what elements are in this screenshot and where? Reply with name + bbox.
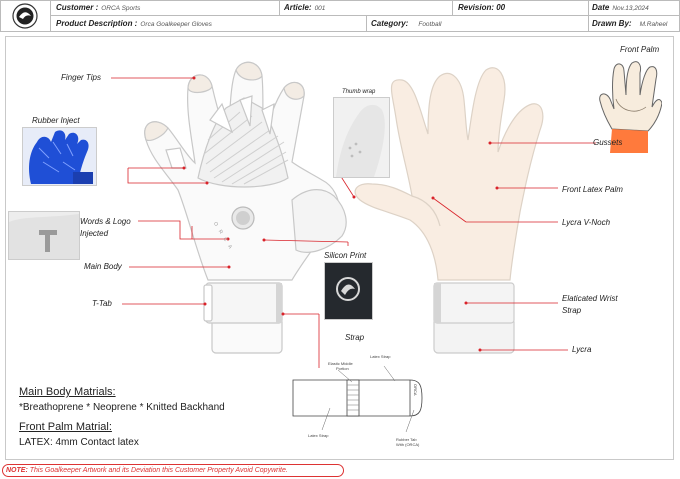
label-t-tab: T-Tab	[92, 299, 112, 308]
palm-glove	[354, 67, 544, 354]
label-front-palm: Front Palm	[620, 45, 660, 54]
front-palm-photo	[598, 59, 662, 153]
callout-dots	[182, 76, 499, 352]
thumb-wrap-photo	[333, 97, 390, 178]
note-prefix: NOTE:	[6, 467, 28, 474]
t-tab-photo	[8, 211, 80, 260]
spec-header: Customer :ORCA Sports Article:001 Revisi…	[0, 0, 680, 32]
label-words-logo: Words & Logo	[80, 217, 131, 226]
rubber-inject-photo	[22, 127, 97, 186]
strap-leader-lines	[321, 365, 415, 433]
label-finger-tips: Finger Tips	[61, 73, 101, 82]
strap-drawing	[292, 379, 423, 417]
label-latex-strap-bottom: Latex Strap	[308, 433, 329, 438]
article-field: Article:001	[284, 3, 326, 12]
back-glove-strap	[205, 282, 283, 324]
label-strap-title: Strap	[345, 333, 365, 342]
label-lycra-v-noch: Lycra V-Noch	[562, 218, 611, 227]
label-rubber-inject: Rubber Inject	[32, 116, 80, 125]
label-lycra: Lycra	[572, 345, 592, 354]
label-gussets: Gussets	[593, 138, 623, 147]
drawn-by-field: Drawn By:M.Raheel	[592, 19, 668, 28]
revision-field: Revision: 00	[458, 3, 506, 12]
category-field: Category:Football	[371, 19, 442, 28]
label-rubber-tab: Rubber Tab	[396, 437, 417, 442]
label-front-latex-palm: Front Latex Palm	[562, 185, 623, 194]
front-palm-material-heading: Front Palm Matrial:	[19, 421, 112, 433]
palm-glove-body	[354, 67, 544, 281]
label-thumb-wrap: Thumb wrap	[342, 89, 376, 95]
callout-lines	[111, 77, 596, 368]
customer-field: Customer :ORCA Sports	[56, 3, 141, 12]
label-elasticated-strap-2: Strap	[562, 306, 582, 315]
label-latex-strap-top: Latex Strap	[370, 354, 391, 359]
back-glove	[144, 61, 347, 354]
label-rubber-tab-2: With (ORCA)	[396, 442, 420, 447]
silicon-print-photo	[324, 262, 373, 320]
description-field: Product Description :Orca Goalkeeper Glo…	[56, 19, 212, 28]
label-elastic-middle-2: Portion	[336, 366, 349, 371]
label-elastic-middle: Elastic Middle	[328, 361, 353, 366]
note-text: This Goalkeeper Artwork and its Deviatio…	[29, 467, 288, 474]
label-main-body: Main Body	[84, 262, 122, 271]
main-body-materials-text: *Breathoprene * Neoprene * Knitted Backh…	[19, 402, 225, 413]
label-words-logo-injected: Injected	[80, 229, 109, 238]
label-silicon-print: Silicon Print	[324, 251, 367, 260]
label-elasticated-strap: Elaticated Wrist	[562, 294, 618, 303]
orca-logo	[12, 3, 38, 29]
main-body-materials-heading: Main Body Matrials:	[19, 386, 116, 398]
front-palm-material-text: LATEX: 4mm Contact latex	[19, 437, 139, 448]
strap-brand-text: ORCA	[413, 384, 418, 396]
copyright-note: NOTE: This Goalkeeper Artwork and its De…	[2, 464, 344, 477]
drawing-frame	[5, 36, 674, 460]
